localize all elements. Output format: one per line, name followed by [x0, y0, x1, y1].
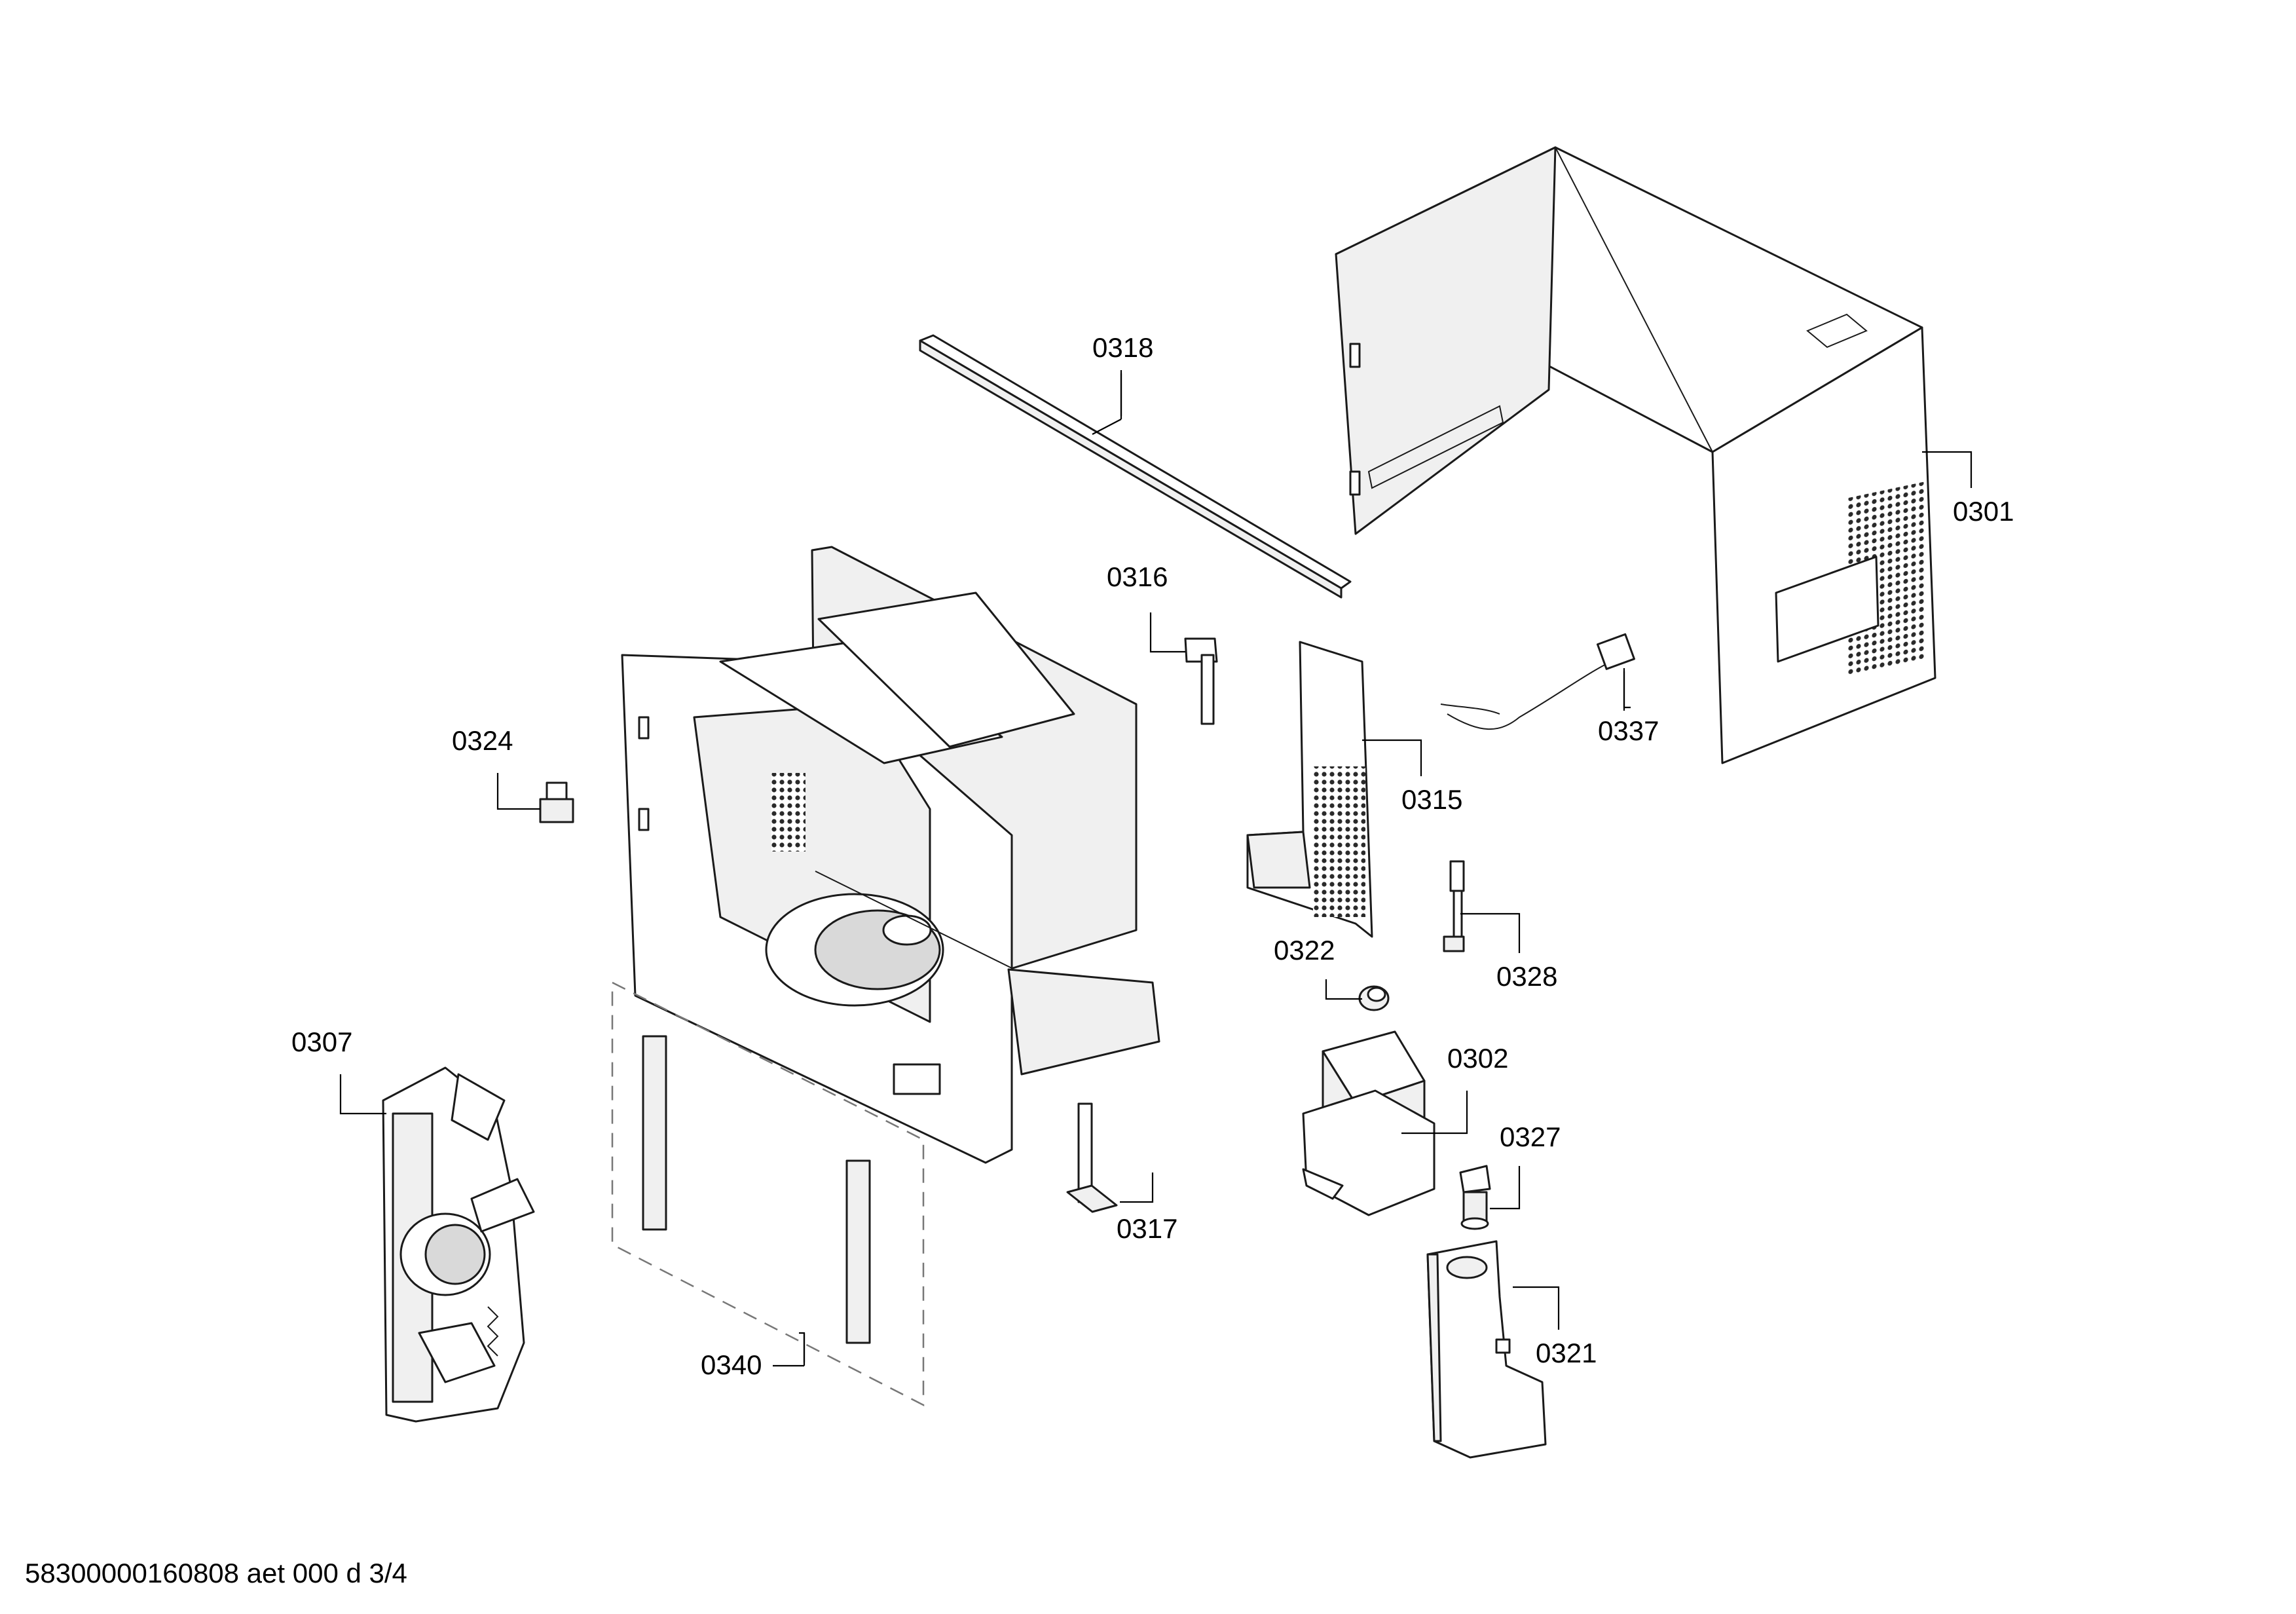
part-labels: 0318 0301 0316 0324 0337 0315 0322 0328 … [291, 332, 2014, 1380]
oven-cavity-part [621, 546, 1160, 1164]
switch-part [1443, 860, 1465, 952]
label-0307: 0307 [291, 1026, 352, 1057]
label-0324: 0324 [452, 725, 513, 756]
small-bracket-part [1184, 637, 1218, 725]
door-latch-assembly-part [382, 1066, 535, 1423]
label-0318: 0318 [1092, 332, 1153, 363]
mesh-panel-part [1246, 641, 1373, 938]
label-0328: 0328 [1496, 961, 1557, 992]
outer-casing-part [1335, 146, 1936, 764]
foot-part [539, 781, 574, 823]
plug-part [1459, 1165, 1491, 1230]
power-cord-part [1440, 633, 1635, 730]
mount-bracket-part [1066, 1102, 1118, 1213]
rail-strip-part [919, 334, 1352, 599]
label-0302: 0302 [1447, 1043, 1508, 1074]
knob-part [1358, 985, 1390, 1011]
label-0327: 0327 [1500, 1121, 1561, 1152]
label-0340: 0340 [701, 1349, 762, 1380]
label-0315: 0315 [1401, 784, 1462, 815]
duct-part [1426, 1240, 1547, 1459]
label-0317: 0317 [1117, 1213, 1177, 1244]
label-0337: 0337 [1598, 715, 1659, 746]
label-0301: 0301 [1953, 496, 2014, 527]
hinge-bars-part [611, 981, 925, 1407]
document-footer: 58300000160808 aet 000 d 3/4 [25, 1558, 407, 1588]
transformer-part [1302, 1030, 1435, 1216]
label-0316: 0316 [1107, 561, 1168, 592]
label-0322: 0322 [1274, 935, 1335, 966]
leader-lines [339, 370, 1972, 1367]
label-0321: 0321 [1536, 1338, 1597, 1368]
